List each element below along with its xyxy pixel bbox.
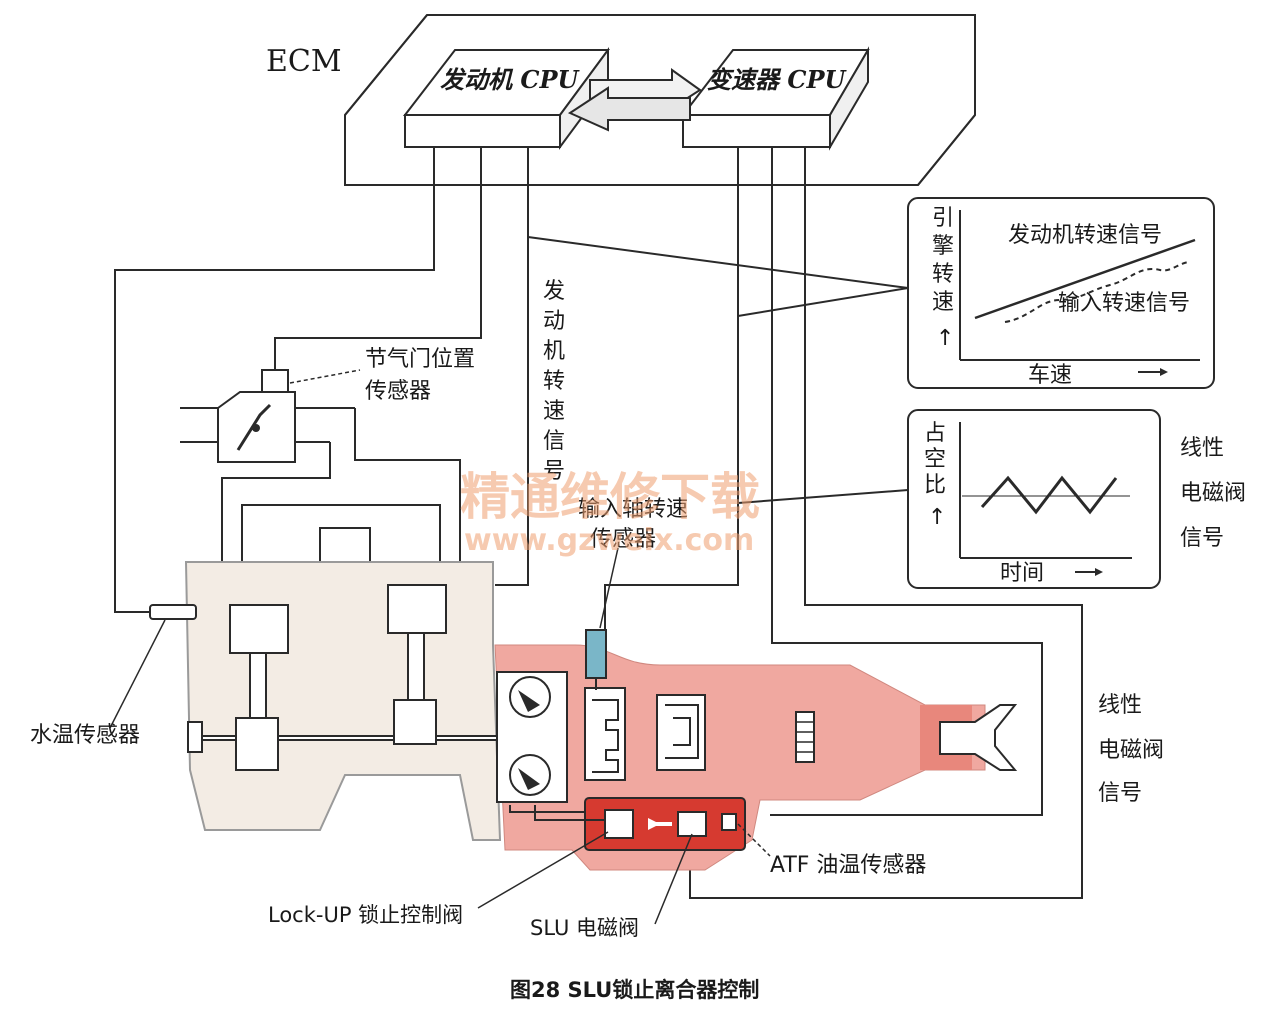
intake-manifold: [221, 408, 461, 563]
duty-graph-ylabel: 占 空 比 ↑: [924, 421, 946, 530]
svg-text:占: 占: [924, 421, 946, 446]
svg-text:线性: 线性: [1180, 436, 1224, 461]
figure-caption: 图28 SLU锁止离合器控制: [510, 978, 759, 1002]
engine-block: [184, 561, 930, 841]
clutch-pack-1: [584, 687, 626, 781]
engine-cpu-box: [402, 46, 610, 151]
svg-text:↑: ↑: [928, 505, 946, 530]
water-temp-sensor: [109, 604, 197, 729]
svg-text:信: 信: [543, 429, 565, 454]
svg-text:动: 动: [543, 309, 565, 334]
svg-text:号: 号: [543, 459, 565, 484]
lockup-valve-label: Lock-UP 锁止控制阀: [268, 903, 463, 927]
duty-graph-xlabel: 时间: [1000, 561, 1044, 586]
clutch-pack-2: [656, 694, 706, 771]
input-shaft-sensor-label-1: 输入轴转速: [578, 497, 688, 522]
svg-text:转: 转: [543, 369, 565, 394]
transmission-cpu-box: [680, 46, 870, 151]
watermark-title: 精通维修下载: [460, 468, 760, 526]
svg-text:速: 速: [932, 290, 954, 315]
input-speed-series-label: 输入转速信号: [1058, 291, 1190, 316]
svg-text:信号: 信号: [1180, 526, 1224, 551]
atf-sensor-label: ATF 油温传感器: [770, 853, 926, 878]
svg-text:速: 速: [543, 399, 565, 424]
input-shaft-sensor: [585, 547, 619, 690]
engine-speed-signal-label: 发 动 机 转 速 信 号: [543, 279, 565, 484]
output-yoke: [939, 704, 1018, 771]
ecm-label: ECM: [266, 44, 342, 79]
svg-text:比: 比: [924, 473, 946, 498]
svg-text:发: 发: [543, 279, 565, 304]
cpu-link-arrows: [567, 68, 702, 132]
throttle-position-sensor: [180, 369, 361, 463]
solenoid-signal-label-upper: 线性 电磁阀 信号: [1180, 436, 1246, 551]
svg-text:信号: 信号: [1098, 781, 1142, 806]
svg-text:电磁阀: 电磁阀: [1098, 738, 1164, 763]
slu-valve-label: SLU 电磁阀: [530, 916, 639, 940]
throttle-sensor-label-2: 传感器: [365, 379, 431, 404]
engine-cpu-label: 发动机 CPU: [440, 65, 581, 94]
torque-converter: [496, 671, 568, 803]
transmission-cpu-label: 变速器 CPU: [707, 65, 848, 94]
duty-graph-panel: [907, 409, 1161, 589]
svg-text:↑: ↑: [936, 326, 954, 351]
svg-text:机: 机: [543, 339, 565, 364]
svg-text:擎: 擎: [932, 234, 954, 259]
svg-text:转: 转: [932, 262, 954, 287]
speed-graph-panel: [907, 197, 1215, 389]
speed-graph-ylabel: 引 擎 转 速 ↑: [932, 206, 954, 351]
water-temp-sensor-label: 水温传感器: [30, 723, 140, 748]
watermark-url: www.gzweix.com: [464, 523, 754, 558]
solenoid-signal-label-lower: 线性 电磁阀 信号: [1098, 693, 1164, 806]
signal-wiring: [114, 147, 1083, 899]
svg-text:引: 引: [932, 206, 954, 231]
svg-text:线性: 线性: [1098, 693, 1142, 718]
engine-speed-series-label: 发动机转速信号: [1008, 223, 1162, 248]
speed-graph-xlabel: 车速: [1028, 363, 1072, 388]
svg-text:空: 空: [924, 447, 946, 472]
callout-lines: [477, 823, 771, 925]
valve-body: [509, 797, 746, 851]
input-shaft-sensor-label-2: 传感器: [590, 527, 656, 552]
svg-text:电磁阀: 电磁阀: [1180, 481, 1246, 506]
output-gear: [795, 711, 815, 763]
throttle-sensor-label-1: 节气门位置: [365, 347, 475, 372]
